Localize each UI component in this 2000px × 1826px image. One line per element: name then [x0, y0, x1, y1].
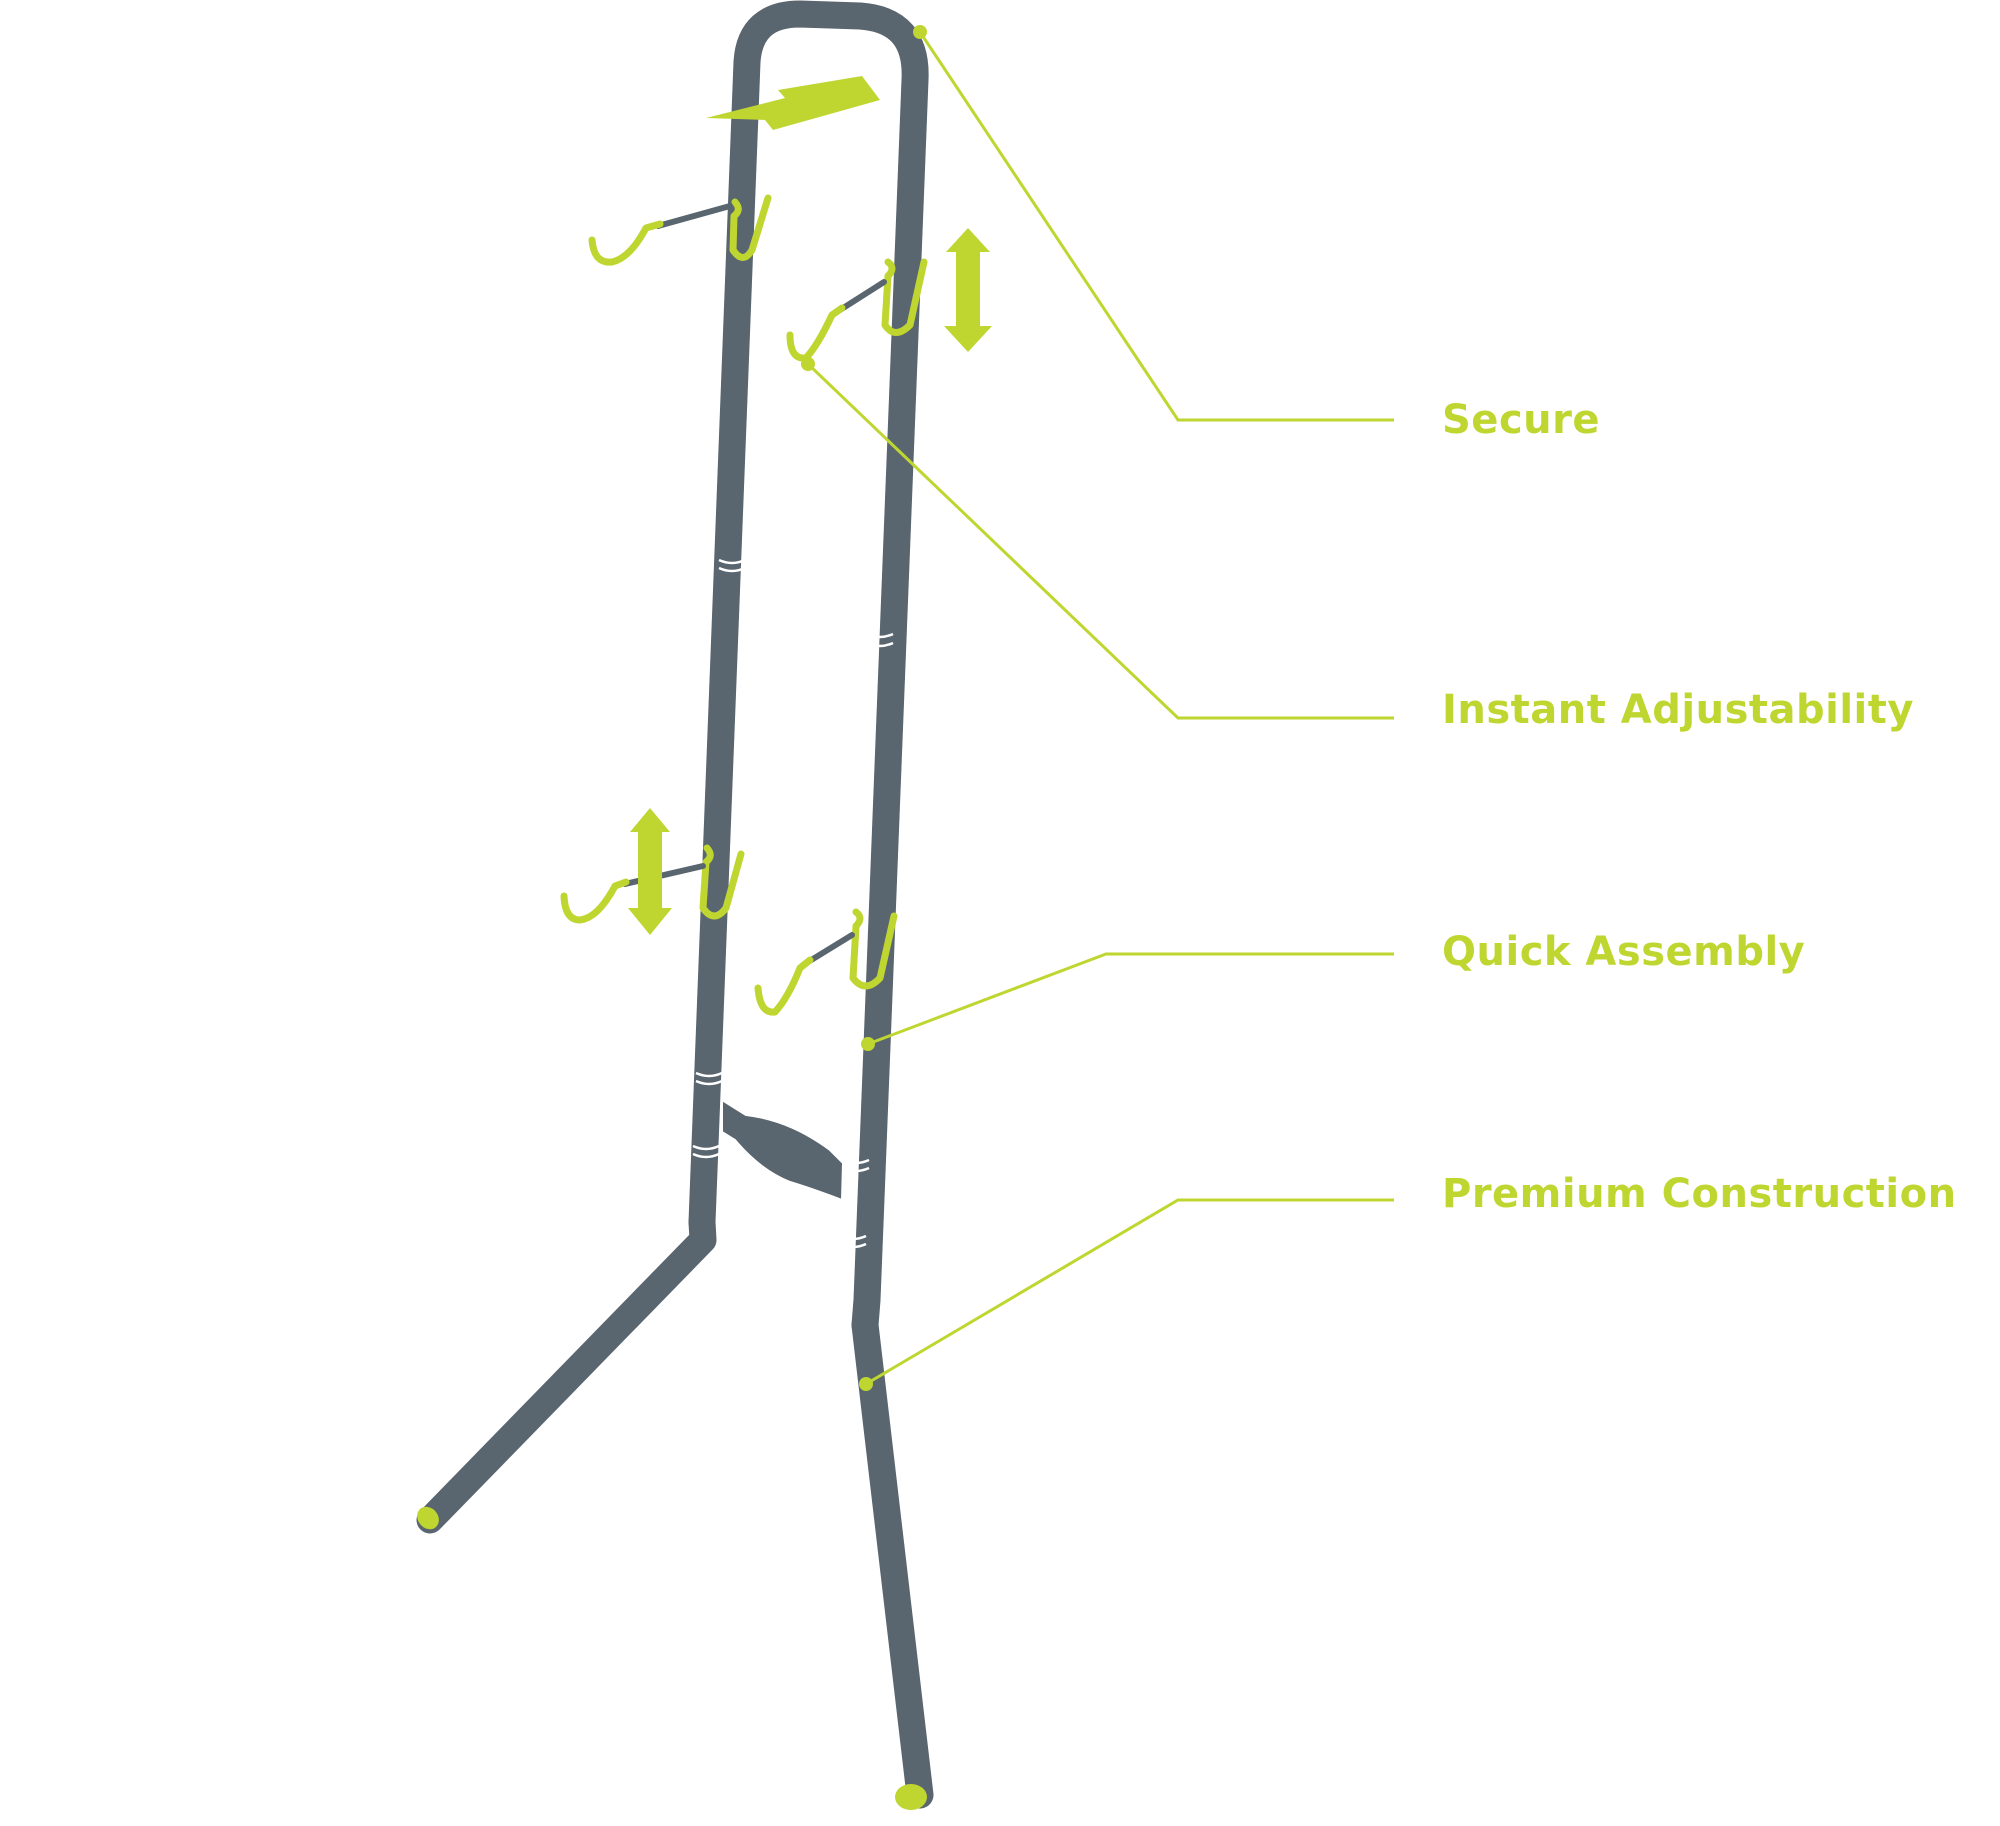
- callout-line-quick-assembly: [867, 952, 1394, 1046]
- feature-label-secure: Secure: [1442, 397, 1600, 443]
- hook-lower-right: [754, 908, 898, 1016]
- cross-brace: [721, 1098, 845, 1202]
- feature-label-quick-assembly: Quick Assembly: [1442, 929, 1806, 975]
- left-leg: [416, 1208, 717, 1534]
- callout-line-secure: [918, 31, 1394, 422]
- joint: [718, 558, 746, 565]
- joint: [695, 1071, 723, 1078]
- left-post: [688, 0, 929, 1339]
- callout-line-adjustability: [806, 362, 1394, 720]
- callout-dot-secure: [913, 25, 927, 39]
- hooks: [560, 194, 928, 1016]
- feature-label-instant-adjustability: Instant Adjustability: [1442, 687, 1914, 733]
- feature-label-premium-construction: Premium Construction: [1442, 1171, 1957, 1217]
- joint: [842, 1166, 870, 1173]
- vertical-adjust-arrow-lower: [628, 808, 672, 935]
- callout-line-premium: [865, 1198, 1394, 1386]
- joint: [839, 1234, 867, 1241]
- joint: [692, 1152, 720, 1159]
- callout-dots: [801, 25, 927, 1391]
- joint: [842, 1158, 870, 1165]
- foot-caps: [417, 1506, 927, 1810]
- joint: [866, 641, 894, 648]
- stand-frame: [416, 0, 934, 1809]
- callout-dot-adjustability: [801, 357, 815, 371]
- left-foot-cap: [417, 1506, 439, 1530]
- hook-upper-left: [588, 194, 772, 266]
- joint: [692, 1144, 720, 1151]
- joint: [718, 566, 746, 573]
- joint: [839, 1242, 867, 1249]
- callout-dot-premium: [859, 1377, 873, 1391]
- tube-joints: [692, 558, 894, 1249]
- joint: [866, 632, 894, 639]
- slide-direction-arrow: [706, 76, 880, 130]
- right-leg: [851, 1311, 934, 1809]
- callout-dot-quick-assembly: [861, 1037, 875, 1051]
- right-foot-cap: [895, 1784, 927, 1810]
- vertical-adjust-arrow-upper: [944, 228, 992, 352]
- joint: [695, 1079, 723, 1086]
- callout-lines: [806, 31, 1394, 1386]
